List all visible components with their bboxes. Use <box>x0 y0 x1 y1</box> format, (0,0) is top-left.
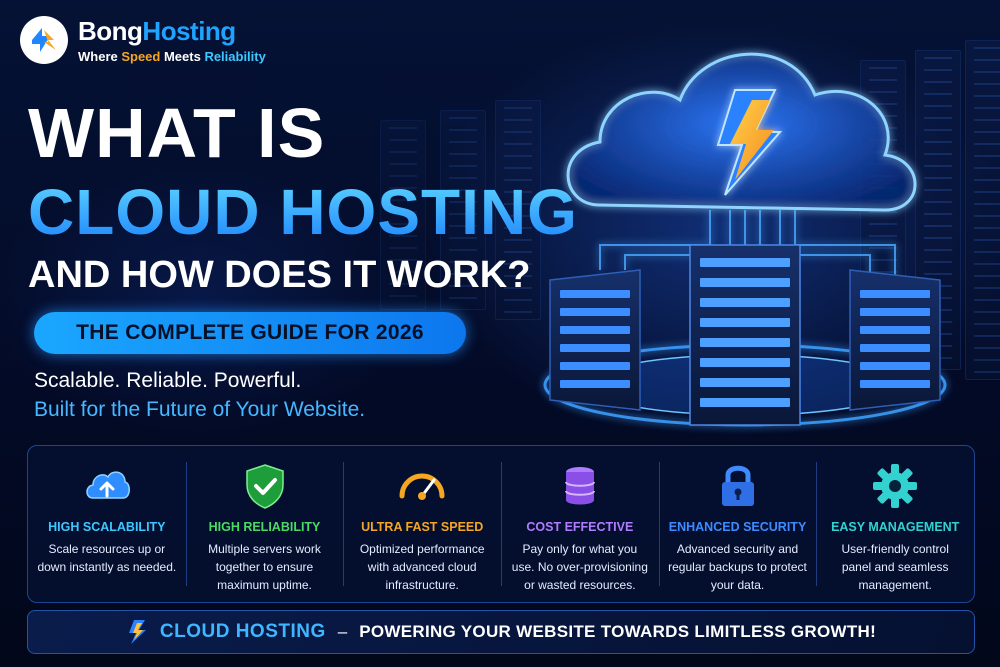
headline-line1: WHAT IS <box>28 94 326 172</box>
brand-tagline: Where Speed Meets Reliability <box>78 49 266 64</box>
banner-main-text: CLOUD HOSTING <box>159 621 326 642</box>
cloud-upload-icon <box>86 471 130 499</box>
lightning-bolt-icon <box>716 89 783 196</box>
bottom-banner: CLOUD HOSTING – POWERING YOUR WEBSITE TO… <box>27 610 975 654</box>
feature-desc: Pay only for what you use. No over-provi… <box>511 542 648 592</box>
banner-tagline: POWERING YOUR WEBSITE TOWARDS LIMITLESS … <box>359 622 877 641</box>
feature-title: HIGH RELIABILITY <box>208 520 321 534</box>
banner-separator: – <box>337 622 348 641</box>
shield-check-icon <box>245 464 284 509</box>
server-rack-right <box>849 269 941 411</box>
feature-cost-effective: COST EFFECTIVE Pay only for what you use… <box>501 446 659 602</box>
subheadline-line2: Built for the Future of Your Website. <box>34 398 366 421</box>
lightning-bolt-icon <box>128 620 146 644</box>
feature-title: ULTRA FAST SPEED <box>361 520 484 534</box>
gear-icon <box>873 464 918 508</box>
feature-title: COST EFFECTIVE <box>526 520 634 534</box>
server-rack-left <box>549 269 641 411</box>
tagline-part1: Where <box>78 49 122 64</box>
features-panel: HIGH SCALABILITY Scale resources up or d… <box>27 445 975 603</box>
tagline-part4: Reliability <box>204 49 266 64</box>
brand-logo[interactable]: BongHosting Where Speed Meets Reliabilit… <box>18 14 266 66</box>
subheadline-line1: Scalable. Reliable. Powerful. <box>34 369 302 392</box>
tagline-part3: Meets <box>160 49 205 64</box>
feature-desc: Multiple servers work together to ensure… <box>208 542 321 592</box>
feature-desc: Optimized performance with advanced clou… <box>359 542 485 592</box>
brand-name-part2: Hosting <box>142 16 236 46</box>
cloud-server-illustration <box>543 52 947 427</box>
speedometer-icon <box>399 473 445 500</box>
feature-enhanced-security: ENHANCED SECURITY Advanced security and … <box>658 446 817 602</box>
feature-title: ENHANCED SECURITY <box>668 520 807 534</box>
server-rack-center <box>689 244 801 426</box>
tagline-part2: Speed <box>121 49 161 64</box>
lock-icon <box>721 465 754 506</box>
feature-easy-management: EASY MANAGEMENT User-friendly control pa… <box>816 446 974 602</box>
guide-badge: THE COMPLETE GUIDE FOR 2026 <box>34 312 466 354</box>
feature-high-reliability: HIGH RELIABILITY Multiple servers work t… <box>185 446 344 602</box>
feature-desc: User-friendly control panel and seamless… <box>841 542 949 592</box>
network-cables <box>599 210 896 285</box>
feature-desc: Scale resources up or down instantly as … <box>37 542 177 574</box>
headline-line3: AND HOW DOES IT WORK? <box>28 254 531 296</box>
brand-name-part1: Bong <box>78 16 143 46</box>
feature-title: EASY MANAGEMENT <box>831 520 960 534</box>
bonghosting-logo-icon <box>20 16 68 64</box>
database-icon <box>564 467 595 505</box>
feature-high-scalability: HIGH SCALABILITY Scale resources up or d… <box>28 446 186 602</box>
feature-ultra-fast-speed: ULTRA FAST SPEED Optimized performance w… <box>343 446 501 602</box>
brand-name: BongHosting <box>78 16 266 47</box>
feature-desc: Advanced security and regular backups to… <box>668 542 807 592</box>
feature-title: HIGH SCALABILITY <box>48 520 166 534</box>
headline-line2: CLOUD HOSTING <box>28 176 578 248</box>
